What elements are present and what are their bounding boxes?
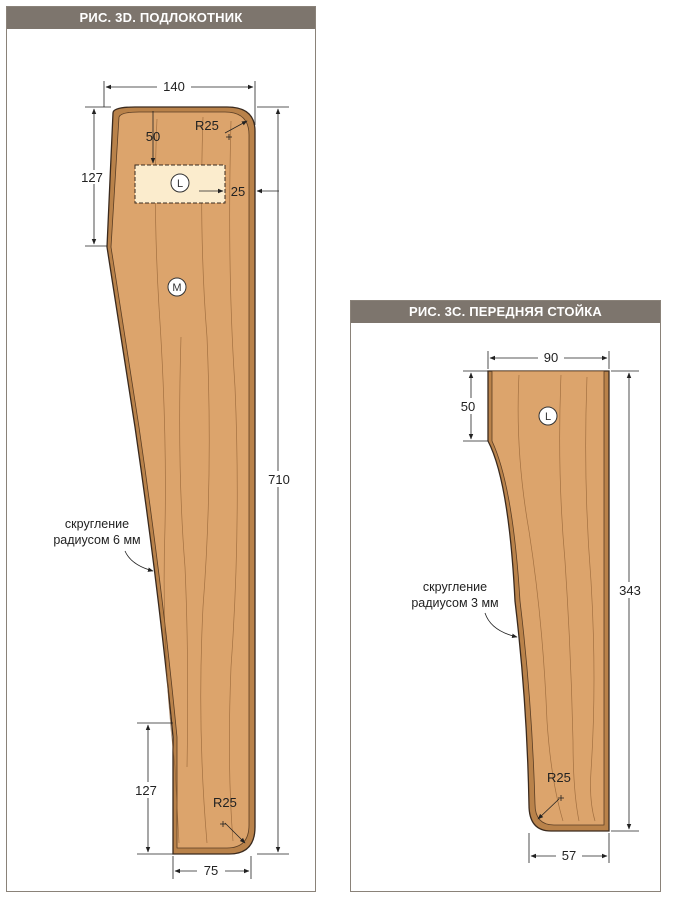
front-post-edge-note-leader	[484, 612, 518, 639]
armrest-dim-top-offset-label: 50	[146, 129, 160, 144]
front-post-figure-panel: РИС. 3С. ПЕРЕДНЯЯ СТОЙКА L 90	[350, 300, 661, 892]
front-post-marker-l: L	[545, 411, 551, 423]
armrest-edge-note-leader	[124, 550, 154, 572]
front-post-wood-grain	[517, 374, 596, 822]
front-post-dim-bottom-width-label: 57	[562, 848, 576, 863]
armrest-marker-l-circle	[170, 173, 190, 193]
armrest-dim-left-top-label: 127	[81, 170, 103, 185]
front-post-body	[491, 370, 605, 826]
armrest-dim-total-height-label: 710	[268, 472, 290, 487]
armrest-edge-note-line1: скругление	[65, 517, 129, 531]
armrest-dim-radius-bottom-label: R25	[213, 795, 237, 810]
front-post-dim-top-width-label: 90	[544, 350, 558, 365]
armrest-edge-note-line2: радиусом 6 мм	[53, 533, 140, 547]
armrest-wood-grain	[155, 116, 238, 844]
armrest-body	[110, 111, 250, 849]
armrest-dim-radius-top-label: R25	[195, 118, 219, 133]
front-post-dim-total-height	[611, 370, 639, 832]
front-post-drawing: L 90 50 343 скругление радиусом 3 мм	[411, 350, 645, 863]
front-post-figure-title: РИС. 3С. ПЕРЕДНЯЯ СТОЙКА	[351, 301, 660, 323]
front-post-dim-radius-label: R25	[547, 770, 571, 785]
armrest-dim-radius-bottom	[220, 821, 246, 844]
armrest-dim-radius-top	[224, 120, 248, 140]
armrest-drawing: L M 140 50 R25 127	[53, 79, 296, 879]
front-post-dim-top-height-label: 50	[461, 399, 475, 414]
front-post-marker-l-circle	[538, 406, 558, 426]
armrest-marker-m-circle	[167, 277, 187, 297]
front-post-edge-note-line1: скругление	[423, 580, 487, 594]
armrest-dim-left-bottom-label: 127	[135, 783, 157, 798]
front-post-dim-radius	[537, 795, 564, 820]
armrest-figure-title: РИС. 3D. ПОДЛОКОТНИК	[7, 7, 315, 29]
front-post-edge-note-line2: радиусом 3 мм	[411, 596, 498, 610]
front-post-dim-total-height-label: 343	[619, 583, 641, 598]
armrest-marker-m: M	[172, 282, 181, 294]
armrest-dim-bottom-width-label: 75	[204, 863, 218, 878]
armrest-marker-l: L	[177, 178, 183, 190]
armrest-dim-top-width-label: 140	[163, 79, 185, 94]
armrest-dim-mortise-offset-label: 25	[231, 184, 245, 199]
armrest-figure-panel: РИС. 3D. ПОДЛОКОТНИК L M	[6, 6, 316, 892]
